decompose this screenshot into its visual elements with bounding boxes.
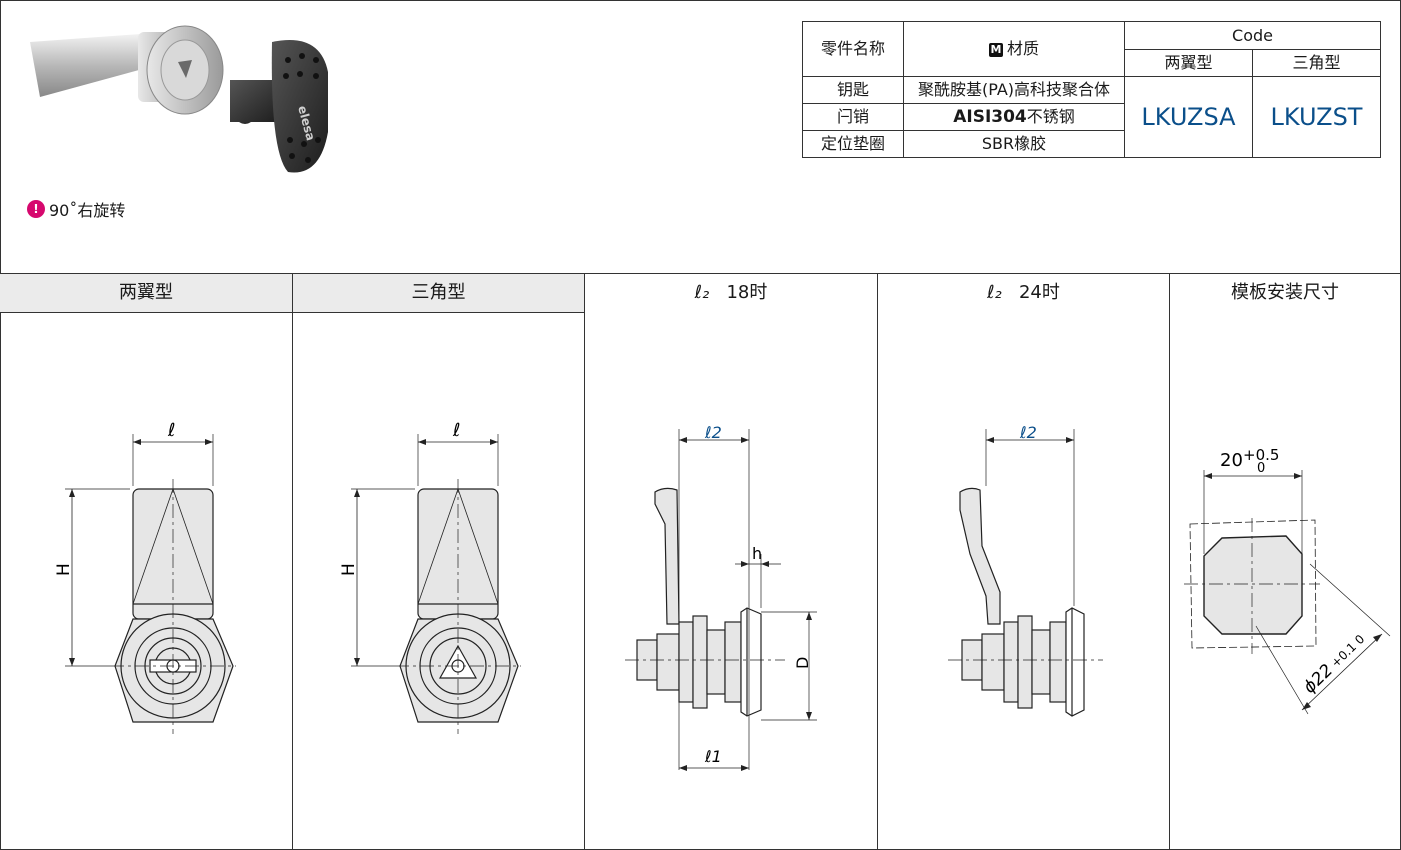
drawing-triangle: 三角型 ℓ H (293, 274, 585, 850)
part-cell: 钥匙 (802, 76, 904, 104)
product-photo: elesa (30, 25, 328, 173)
l2-24-drawing: ℓ2 (948, 423, 1103, 717)
column-title: 模板安装尺寸 (1231, 282, 1339, 303)
rotation-note-text: 90˚右旋转 (49, 201, 126, 220)
column-title: ℓ₂ 24时 (987, 282, 1060, 303)
panel-cutout-drawing: 20 +0.5 0 ϕ22 +0.1 0 (1184, 446, 1391, 715)
material-badge: M (988, 42, 1003, 57)
code-lkuzsa: LKUZSA (1124, 76, 1253, 158)
material-cell: 聚酰胺基(PA)高科技聚合体 (903, 76, 1125, 104)
dim-l2: ℓ2 (1019, 423, 1037, 442)
dim-l: ℓ (167, 420, 175, 441)
col-header-code: Code (1124, 21, 1381, 50)
dim-w20-tol-up: +0.5 (1243, 446, 1279, 464)
drawing-l2-18: ℓ₂ 18时 (585, 274, 878, 850)
exclamation-icon: ! (27, 200, 45, 218)
dim-w20-tol-lo: 0 (1257, 461, 1265, 476)
column-title: ℓ₂ 18时 (694, 282, 768, 303)
drawing-two-wing: 两翼型 ℓ H (0, 274, 293, 850)
part-cell: 闩销 (802, 103, 904, 131)
drawing-panel-cutout: 模板安装尺寸 20 +0.5 0 ϕ22 +0.1 0 (1170, 274, 1400, 850)
dim-d22: ϕ22 (1300, 660, 1338, 697)
triangle-drawing: ℓ H (339, 420, 521, 734)
dim-D: D (793, 657, 812, 669)
two-wing-drawing: ℓ H (54, 420, 236, 734)
material-cell: AISI304不锈钢 (903, 103, 1125, 131)
col-header-code-b: 三角型 (1252, 49, 1381, 77)
dim-h: h (752, 544, 762, 563)
dim-d22-tol: +0.1 0 (1328, 632, 1367, 670)
rotation-note: ! 90˚右旋转 (27, 197, 125, 221)
material-cell: SBR橡胶 (903, 130, 1125, 158)
col-header-part-name: 零件名称 (802, 21, 904, 77)
column-title: 三角型 (293, 274, 584, 313)
dim-l2: ℓ2 (704, 423, 722, 442)
code-lkuzst: LKUZST (1252, 76, 1381, 158)
dim-l1: ℓ1 (704, 747, 722, 766)
l2-18-drawing: ℓ2 ℓ1 h D (625, 423, 817, 771)
dim-l: ℓ (452, 420, 460, 441)
part-cell: 定位垫圈 (802, 130, 904, 158)
drawing-l2-24: ℓ₂ 24时 ℓ2 (878, 274, 1170, 850)
column-title: 两翼型 (0, 274, 292, 313)
col-header-code-a: 两翼型 (1124, 49, 1253, 77)
dim-H: H (54, 563, 74, 576)
section-divider (0, 273, 1401, 274)
dim-w20: 20 (1220, 450, 1243, 471)
dim-H: H (339, 563, 359, 576)
